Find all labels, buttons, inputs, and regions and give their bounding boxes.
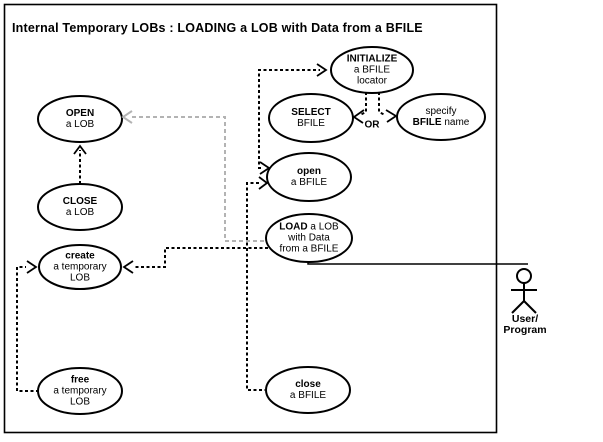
arrowhead-into-specify xyxy=(385,109,398,123)
connector-initialize-to-select xyxy=(359,92,367,116)
connector-load-to-open-lob xyxy=(132,116,264,242)
usecase-specify-bfile-name: specify BFILE name xyxy=(413,106,470,128)
use-case-ellipses xyxy=(37,46,486,415)
arrowhead-into-open-bfile-upper xyxy=(259,161,271,175)
usecase-label-line: a temporary xyxy=(53,385,107,397)
usecase-label-line: SELECT xyxy=(291,107,331,118)
usecase-open-a-bfile: open a BFILE xyxy=(291,166,327,188)
usecase-label-segment: LOAD xyxy=(279,221,308,233)
ellipse-load-a-lob xyxy=(265,213,353,263)
ellipse-create-temporary-lob xyxy=(38,244,122,290)
actor-leg-right xyxy=(523,300,537,314)
arrowhead-into-open-lob xyxy=(73,144,87,155)
or-label: OR xyxy=(364,119,380,131)
actor-caption-line: User/ xyxy=(511,313,539,325)
usecase-free-temporary-lob: free a temporary LOB xyxy=(53,375,106,408)
usecase-label-line: open xyxy=(297,166,321,177)
usecase-label-line: locator xyxy=(356,75,387,87)
usecase-label-line: specify xyxy=(425,106,457,117)
ellipse-close-a-bfile xyxy=(265,366,351,414)
ellipse-open-a-bfile xyxy=(266,152,352,202)
arrowheads xyxy=(26,63,398,274)
actor-figure xyxy=(511,268,537,314)
usecase-label-line: create xyxy=(65,250,95,262)
arrowhead-into-create-left xyxy=(26,260,38,274)
connector-free-to-create xyxy=(16,266,39,392)
connector-load-to-actor xyxy=(307,261,528,265)
ellipse-open-a-lob xyxy=(37,95,123,143)
usecase-label-line: INITIALIZE xyxy=(346,53,398,65)
usecase-label-line: a BFILE xyxy=(353,64,391,76)
actor-head xyxy=(516,268,532,284)
actor-association xyxy=(307,261,528,265)
usecase-label-line: a temporary xyxy=(53,261,107,273)
usecase-label-line: with Data xyxy=(288,232,330,244)
dependency-connectors xyxy=(16,69,386,392)
ellipse-initialize-bfile-locator xyxy=(330,46,414,94)
usecase-label-line: from a BFILE xyxy=(279,243,339,255)
usecase-label-line: OPEN xyxy=(65,108,95,119)
connector-load-to-create xyxy=(134,247,268,268)
usecase-label-line: LOB xyxy=(69,396,91,408)
arrowhead-into-select xyxy=(352,109,365,124)
usecase-label-line: a LOB xyxy=(65,207,95,218)
usecase-close-a-lob: CLOSE a LOB xyxy=(63,196,97,218)
usecase-label-line: free xyxy=(70,374,90,386)
actor-caption: User/ Program xyxy=(503,314,546,336)
usecase-label-line: CLOSE xyxy=(62,196,98,207)
ellipse-select-bfile xyxy=(268,93,354,143)
muted-connector xyxy=(121,110,264,242)
actor-leg-left xyxy=(511,300,525,314)
usecase-open-a-lob: OPEN a LOB xyxy=(66,108,94,130)
usecase-label-line: a BFILE xyxy=(290,177,328,188)
usecase-label-segment: a LOB xyxy=(307,221,339,233)
connector-to-initialize xyxy=(258,69,320,169)
arrowhead-into-open-bfile-lower xyxy=(258,176,269,190)
arrowhead-into-open-lob-gray xyxy=(121,110,133,124)
arrowhead-into-initialize xyxy=(316,63,328,77)
usecase-create-temporary-lob: create a temporary LOB xyxy=(53,251,106,284)
usecase-label-line: BFILE xyxy=(297,118,325,129)
ellipse-specify-bfile-name xyxy=(396,93,486,141)
usecase-label-line: close xyxy=(295,379,321,390)
usecase-label-line: a LOB xyxy=(65,119,95,130)
connector-initialize-to-specify xyxy=(378,92,386,116)
usecase-label-line: LOB xyxy=(69,272,91,284)
connector-close-bfile-to-open-bfile xyxy=(246,182,265,391)
usecase-label-segment: BFILE xyxy=(412,117,442,128)
usecase-initialize-bfile-locator: INITIALIZE a BFILE locator xyxy=(347,54,398,87)
usecase-load-a-lob: LOAD a LOB with Data from a BFILE xyxy=(279,222,338,255)
diagram-title: Internal Temporary LOBs : LOADING a LOB … xyxy=(12,21,423,35)
usecase-label-segment: name xyxy=(441,117,470,128)
actor-caption-line: Program xyxy=(503,324,547,336)
usecase-close-a-bfile: close a BFILE xyxy=(290,379,326,401)
system-boundary xyxy=(3,3,498,434)
arrowhead-into-create-right xyxy=(122,260,134,274)
usecase-label-line: a BFILE xyxy=(289,390,327,401)
usecase-select-bfile: SELECT BFILE xyxy=(291,107,330,129)
